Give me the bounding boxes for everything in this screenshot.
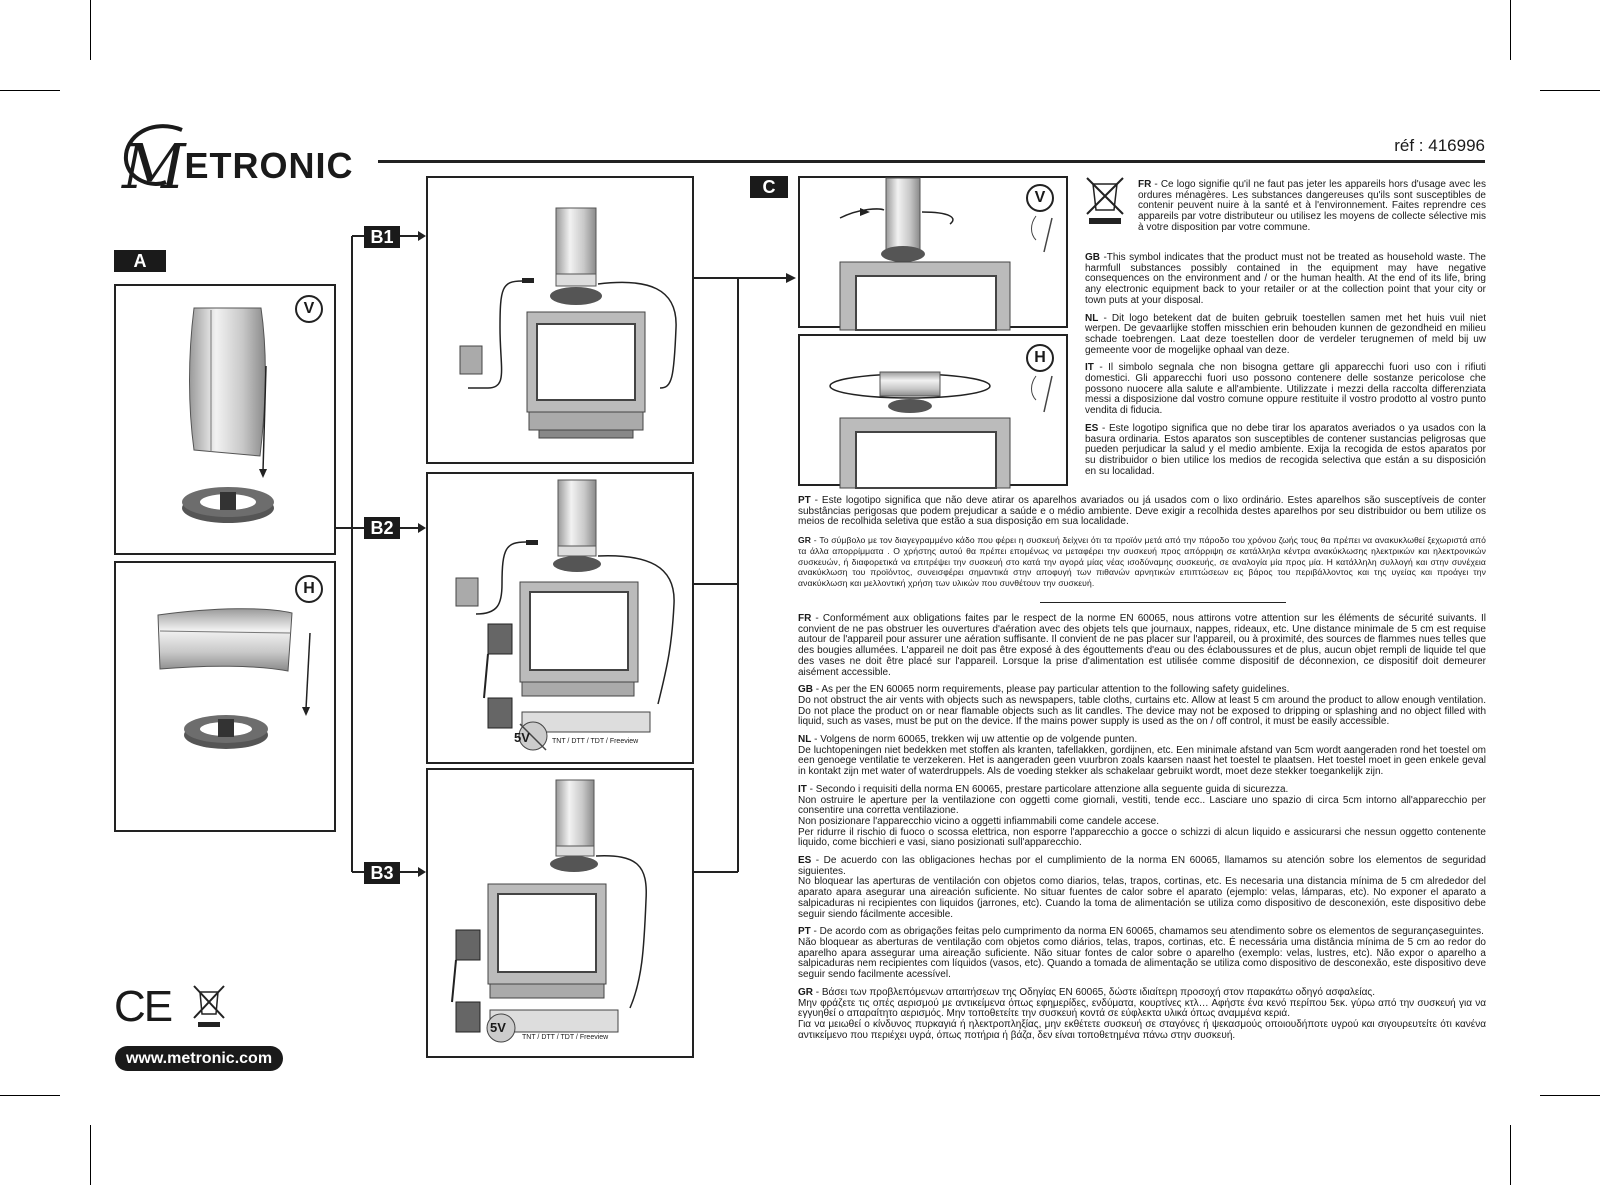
safety-nl-text: NL - Volgens de norm 60065, trekken wij … bbox=[798, 734, 1486, 778]
reference-number: réf : 416996 bbox=[1394, 136, 1485, 155]
section-b1-label: B1 bbox=[364, 226, 400, 248]
crop-mark bbox=[1540, 1095, 1600, 1096]
ce-mark: CE bbox=[114, 982, 173, 1031]
b3-decoder-label: TNT / DTT / TDT / Freeview bbox=[522, 1034, 609, 1041]
recycling-gr-text: GR - Το σύμβολο με τον διαγεγραμμένο κάδ… bbox=[798, 535, 1486, 588]
c-horizontal-symbol: H bbox=[1026, 344, 1054, 372]
section-b3-label: B3 bbox=[364, 862, 400, 884]
b1-illustration bbox=[459, 207, 677, 439]
crop-mark bbox=[0, 90, 60, 91]
vertical-symbol: V bbox=[295, 295, 323, 323]
weee-bin-icon bbox=[1086, 177, 1124, 224]
safety-text-block: FR - Conformément aux obligations faites… bbox=[798, 613, 1486, 1048]
horizontal-mount-panel: H bbox=[114, 561, 336, 832]
c-vertical-rotation-panel: V bbox=[798, 176, 1068, 331]
c-vertical-symbol: V bbox=[1026, 184, 1054, 212]
header-rule bbox=[378, 160, 1485, 163]
recycling-fr-text: FR - Ce logo signifie qu'il ne faut pas … bbox=[1138, 179, 1486, 233]
c-horizontal-illustration bbox=[829, 371, 1053, 489]
crop-mark bbox=[1540, 90, 1600, 91]
b2-decoder-label: TNT / DTT / TDT / Freeview bbox=[552, 738, 639, 745]
vertical-mount-panel: V bbox=[114, 284, 336, 555]
weee-footer-icon bbox=[193, 985, 225, 1027]
safety-es-text: ES - De acuerdo con las obligaciones hec… bbox=[798, 855, 1486, 920]
recycling-text-block-wide: PT - Este logotipo significa que não dev… bbox=[798, 495, 1486, 596]
safety-gr-text: GR - Βάσει των προβλεπόμενων απαιτήσεων … bbox=[798, 986, 1486, 1041]
horizontal-symbol: H bbox=[295, 575, 323, 603]
crop-mark bbox=[0, 1095, 60, 1096]
b2-5v-label: 5V bbox=[514, 730, 530, 745]
safety-gb-text: GB - As per the EN 60065 norm requiremen… bbox=[798, 684, 1486, 728]
c-vertical-illustration bbox=[839, 177, 1053, 331]
b1-installation-panel bbox=[426, 176, 694, 464]
safety-fr-text: FR - Conformément aux obligations faites… bbox=[798, 613, 1486, 678]
b3-illustration bbox=[451, 779, 647, 1043]
safety-pt-text: PT - De acordo com as obrigações feitas … bbox=[798, 926, 1486, 981]
b3-5v-label: 5V bbox=[490, 1020, 506, 1035]
recycling-nl-text: NL - Dit logo betekent dat de buiten geb… bbox=[1085, 312, 1486, 356]
crop-mark bbox=[90, 0, 91, 60]
section-divider bbox=[1040, 602, 1286, 603]
logo-text: ETRONIC bbox=[184, 145, 354, 186]
horizontal-antenna-illustration bbox=[157, 608, 311, 749]
recycling-gb-text: GB -This symbol indicates that the produ… bbox=[1085, 252, 1486, 306]
crop-mark bbox=[1510, 0, 1511, 60]
logo-swoosh bbox=[123, 124, 183, 186]
b2-illustration bbox=[455, 479, 675, 751]
recycling-it-text: IT - Il simbolo segnala che non bisogna … bbox=[1085, 362, 1486, 417]
b2-installation-panel: 5V TNT / DTT / TDT / Freeview bbox=[426, 472, 694, 764]
c-horizontal-rotation-panel: H bbox=[798, 334, 1068, 489]
recycling-pt-text: PT - Este logotipo significa que não dev… bbox=[798, 495, 1486, 528]
recycling-text-block: GB -This symbol indicates that the produ… bbox=[1085, 252, 1486, 484]
metronic-logo: METRONIC bbox=[122, 120, 354, 203]
section-c-label: C bbox=[750, 176, 788, 198]
section-b2-label: B2 bbox=[364, 517, 400, 539]
section-a-label: A bbox=[114, 250, 166, 272]
recycling-es-text: ES - Este logotipo significa que no debe… bbox=[1085, 422, 1486, 477]
safety-it-text: IT - Secondo i requisiti della norma EN … bbox=[798, 783, 1486, 849]
b3-installation-panel: 5V TNT / DTT / TDT / Freeview bbox=[426, 768, 694, 1058]
vertical-antenna-illustration bbox=[182, 307, 274, 523]
crop-mark bbox=[90, 1125, 91, 1185]
crop-mark bbox=[1510, 1125, 1511, 1185]
website-link[interactable]: www.metronic.com bbox=[115, 1046, 283, 1071]
